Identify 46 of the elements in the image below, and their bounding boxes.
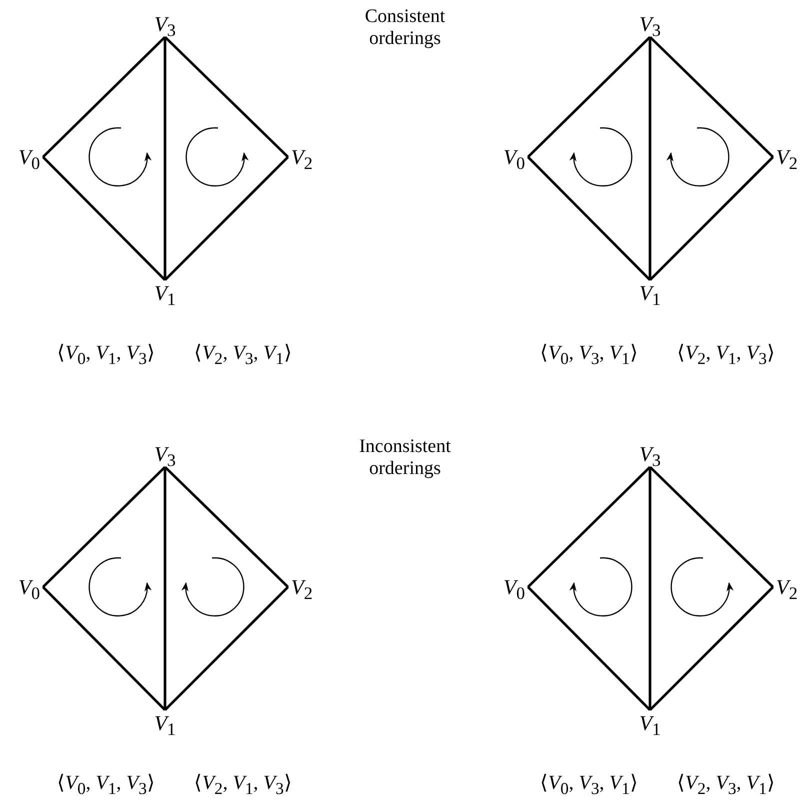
mesh-edge xyxy=(527,36,651,158)
vertex-label: V$_{1}$ xyxy=(147,710,183,736)
vertex-label: V$_{0}$ xyxy=(492,574,528,600)
mesh-edge xyxy=(42,36,166,158)
mesh-edge xyxy=(164,36,289,158)
vertex-label: V$_{3}$ xyxy=(147,11,183,37)
vertex-label: V$_{2}$ xyxy=(288,574,324,600)
mesh-edge xyxy=(42,586,166,711)
ordering-caption: ⟨V$_{0}$, V$_{3}$, V$_{1}$⟩ xyxy=(540,771,638,799)
mesh-edge xyxy=(164,156,289,281)
vertex-label: V$_{3}$ xyxy=(632,11,668,37)
vertex-label: V$_{2}$ xyxy=(773,574,804,600)
mesh-edge xyxy=(527,156,651,281)
vertex-label: V$_{2}$ xyxy=(773,144,804,170)
mesh-edge xyxy=(527,466,651,588)
mesh-edge xyxy=(164,586,289,711)
ordering-caption: ⟨V$_{0}$, V$_{1}$, V$_{3}$⟩ xyxy=(57,771,155,799)
vertex-label: V$_{2}$ xyxy=(288,144,324,170)
ordering-caption: ⟨V$_{2}$, V$_{1}$, V$_{3}$⟩ xyxy=(677,341,775,369)
ordering-caption: ⟨V$_{2}$, V$_{3}$, V$_{1}$⟩ xyxy=(677,771,775,799)
vertex-label: V$_{0}$ xyxy=(7,144,43,170)
mesh-edge xyxy=(648,37,652,280)
ordering-caption: ⟨V$_{2}$, V$_{1}$, V$_{3}$⟩ xyxy=(194,771,292,799)
mesh-edge xyxy=(42,156,166,281)
vertex-label: V$_{0}$ xyxy=(7,574,43,600)
vertex-label: V$_{3}$ xyxy=(147,441,183,467)
mesh-edge xyxy=(164,466,289,588)
ordering-caption: ⟨V$_{0}$, V$_{3}$, V$_{1}$⟩ xyxy=(540,341,638,369)
mesh-edge xyxy=(649,466,774,588)
mesh-edge xyxy=(649,36,774,158)
mesh-edge xyxy=(649,586,774,711)
ordering-caption: ⟨V$_{2}$, V$_{3}$, V$_{1}$⟩ xyxy=(194,341,292,369)
mesh-edge xyxy=(648,467,652,710)
mesh-edge xyxy=(649,156,774,281)
mesh-edge xyxy=(164,37,166,280)
mesh-edge xyxy=(527,586,651,711)
mesh-edge xyxy=(164,467,166,710)
vertex-label: V$_{0}$ xyxy=(492,144,528,170)
mesh-edge xyxy=(42,466,166,588)
vertex-label: V$_{1}$ xyxy=(632,280,668,306)
heading-text: Inconsistent orderings xyxy=(358,436,452,480)
vertex-label: V$_{3}$ xyxy=(632,441,668,467)
vertex-label: V$_{1}$ xyxy=(632,710,668,736)
vertex-label: V$_{1}$ xyxy=(147,280,183,306)
ordering-caption: ⟨V$_{0}$, V$_{1}$, V$_{3}$⟩ xyxy=(57,341,155,369)
heading-text: Consistent orderings xyxy=(364,6,446,50)
